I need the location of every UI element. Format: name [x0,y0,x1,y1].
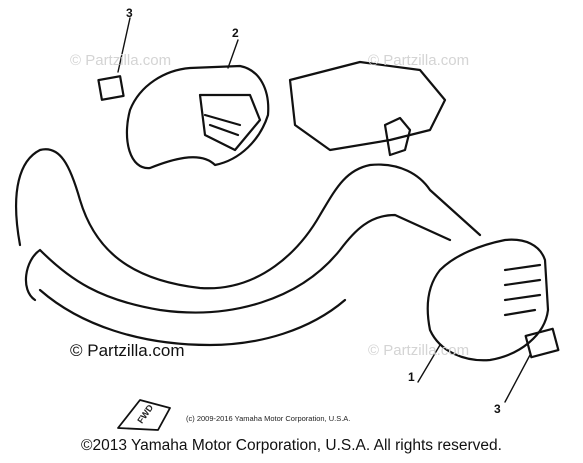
frame-lower-rail [38,288,347,347]
watermark-middle-left: © Partzilla.com [70,341,185,360]
leader-1 [417,344,441,383]
watermark-bottom-right: © Partzilla.com [368,342,470,359]
watermark-top-right: © Partzilla.com [368,52,470,69]
watermark-top-left: © Partzilla.com [70,52,172,69]
plate-3-bottom [524,327,560,359]
footer-copyright: ©2013 Yamaha Motor Corporation, U.S.A. A… [81,437,502,454]
callout-2: 2 [232,26,239,40]
seat-outline [288,60,447,152]
frame-tube-outer [14,148,482,290]
fwd-arrow [117,399,171,431]
leader-3-top [117,17,131,73]
cover-1 [426,238,550,362]
small-copyright: (c) 2009-2016 Yamaha Motor Corporation, … [186,414,351,423]
cover-2 [125,64,270,170]
callout-1: 1 [408,370,415,384]
leader-2 [227,39,239,69]
cover-2-detail [198,93,262,152]
frame-tube-inner [24,213,452,314]
callout-3-bottom: 3 [494,402,501,416]
bracket [383,116,412,157]
leader-3-bottom [504,354,531,403]
callout-3-top: 3 [126,6,133,20]
plate-3-top [97,75,125,101]
